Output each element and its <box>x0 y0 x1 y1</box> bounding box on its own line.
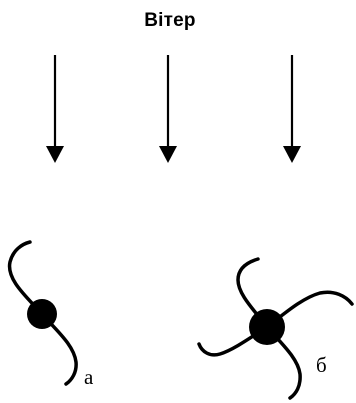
seed-a-body <box>27 299 57 329</box>
seed-b-bottom-wing <box>265 325 302 400</box>
seed-a <box>7 240 78 386</box>
wind-arrow-right <box>283 55 301 163</box>
wind-arrows <box>46 55 301 163</box>
seed-b-label: б <box>316 353 327 377</box>
wind-arrow-middle <box>159 55 177 163</box>
wind-arrow-left <box>46 55 64 163</box>
seed-a-upper-wing <box>7 240 44 316</box>
seed-a-label: а <box>84 365 94 389</box>
seed-b-body <box>249 309 285 345</box>
wind-title: Вітер <box>144 10 196 31</box>
seed-b <box>197 257 354 400</box>
seed-b-right-wing <box>265 290 354 329</box>
seed-a-lower-wing <box>40 312 78 386</box>
